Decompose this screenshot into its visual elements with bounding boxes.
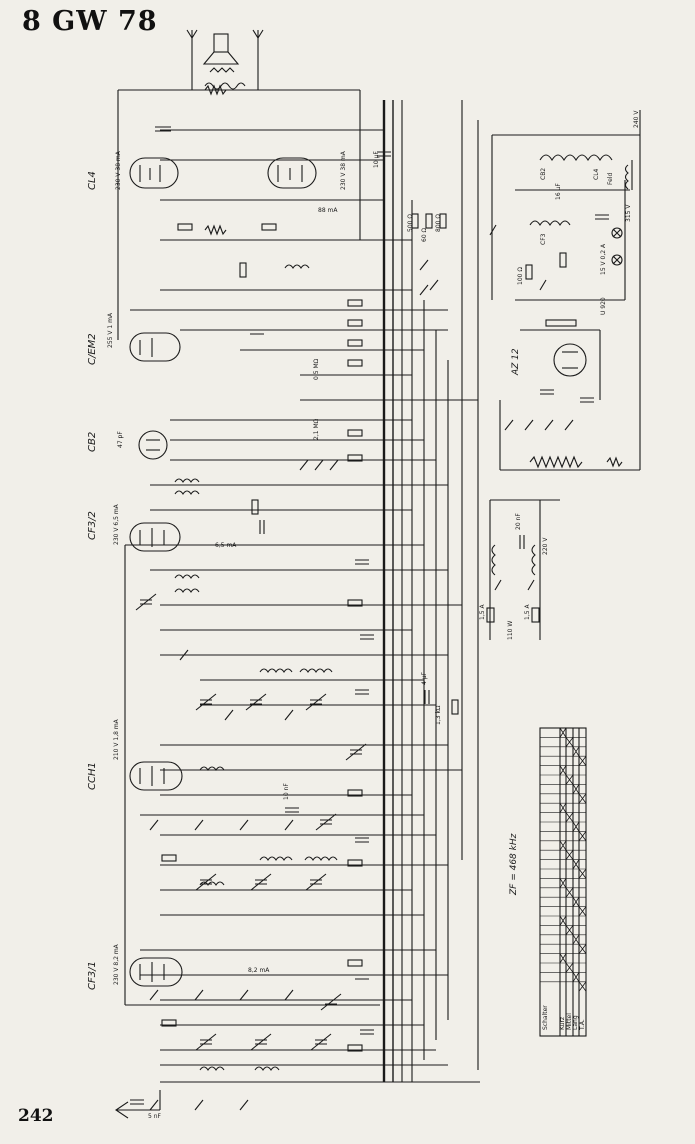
table-cross-mark <box>578 755 587 766</box>
label-fuse1: 1,5 A <box>479 604 486 620</box>
label-500: 500 Ω <box>407 214 414 232</box>
label-cch1: CCH1 <box>87 762 98 790</box>
table-cross-mark <box>572 896 580 907</box>
table-cross-mark <box>565 887 574 898</box>
page-number: 242 <box>18 1106 54 1126</box>
main-buses <box>117 89 480 1083</box>
tube-cch1 <box>129 761 183 791</box>
label-cf3-2: CF3/2 <box>87 511 98 540</box>
label-cl4-spec: 230 V 38 mA <box>115 150 122 190</box>
label-20nf: 20 nF <box>515 513 522 530</box>
label-cb2: CB2 <box>87 432 98 452</box>
label-82ma: 8,2 mA <box>248 967 270 974</box>
table-cross-mark <box>572 784 580 795</box>
label-cl4: CL4 <box>87 171 98 190</box>
table-cross-mark <box>559 840 567 851</box>
label-cch1-spec: 210 V 1,8 mA <box>113 718 120 760</box>
label-240v: 240 V <box>633 110 640 128</box>
label-47pf: 47 pF <box>117 431 124 448</box>
table-row-label-schalter: Schalter <box>542 1005 549 1030</box>
table-cross-mark <box>578 981 587 992</box>
if-coils <box>174 154 613 1071</box>
tube-cf3-1 <box>129 957 183 987</box>
table-cross-mark <box>559 802 567 813</box>
table-cross-mark <box>559 915 567 926</box>
table-cross-mark <box>559 878 567 889</box>
table-cross-mark <box>565 925 574 936</box>
page-title: 8 GW 78 <box>22 6 158 37</box>
switch-table <box>539 727 587 1037</box>
label-cb2-ps: CB2 <box>540 168 547 180</box>
label-4uf: 4 μF <box>421 671 428 685</box>
label-az12: AZ 12 <box>511 348 521 376</box>
label-100: 100 Ω <box>517 267 524 285</box>
table-cross-mark <box>572 821 580 832</box>
table-cross-mark <box>559 953 567 964</box>
table-row-label-ta: T.A. <box>579 1019 586 1031</box>
table-row-label-lang: Lang <box>572 1015 579 1030</box>
label-10nf: 10 nF <box>283 783 290 800</box>
table-cross-mark <box>565 962 574 973</box>
resistors <box>161 84 623 1052</box>
label-13k: 1,3 kΩ <box>435 705 442 725</box>
table-cross-mark <box>559 765 567 776</box>
power-supply <box>486 110 641 640</box>
tube-cem2 <box>129 332 181 362</box>
tube-cl4-left <box>129 157 179 189</box>
table-row-label-mittel: Mittel <box>566 1013 573 1030</box>
table-cross-mark <box>578 943 587 954</box>
table-cross-mark <box>578 906 587 917</box>
tube-cl4-right <box>267 157 317 189</box>
label-feld: Feld <box>607 173 614 185</box>
antenna-input <box>115 1090 161 1119</box>
table-cross-mark <box>565 812 574 823</box>
horizontal-feeds <box>130 129 478 1066</box>
label-cf3-1: CF3/1 <box>87 961 98 990</box>
table-row-label-kurz: Kurz <box>559 1017 566 1030</box>
table-cross-mark <box>578 793 587 804</box>
label-315v: 315 V <box>625 204 632 222</box>
label-cf3-ps: CF3 <box>540 233 547 245</box>
table-cross-mark <box>578 831 587 842</box>
label-lamp: 15 V 0,2 A <box>600 243 607 275</box>
capacitors <box>130 126 609 1105</box>
label-800: 800 Ω <box>435 214 442 232</box>
label-60: 60 Ω <box>421 227 428 242</box>
label-16uf: 16 μF <box>555 183 562 200</box>
table-cross-mark <box>565 774 574 785</box>
label-cl4-ps: CL4 <box>593 168 600 180</box>
tube-az12 <box>553 343 587 377</box>
tuning-capacitors <box>135 593 367 1051</box>
label-10uf: 10 μF <box>373 151 380 168</box>
label-65ma: 6,5 mA <box>215 542 237 549</box>
label-cf3-2-spec: 230 V 6,5 mA <box>113 503 120 545</box>
switch-contacts <box>149 224 574 1111</box>
label-heater: 220 V <box>542 537 549 555</box>
label-mains: 110 W <box>507 621 514 640</box>
label-cl4-spec-right: 230 V 38 mA <box>340 150 347 190</box>
table-cross-mark <box>572 934 580 945</box>
table-cross-mark <box>565 737 574 748</box>
table-cross-mark <box>559 727 567 738</box>
tube-cb2 <box>138 430 168 460</box>
table-cross-mark <box>572 859 580 870</box>
speaker-symbol <box>186 29 264 90</box>
label-cem2: C/EM2 <box>87 333 98 365</box>
table-cross-mark <box>572 746 580 757</box>
label-cf3-1-spec: 230 V 8,2 mA <box>113 943 120 985</box>
label-fuse2: 1,5 A <box>524 604 531 620</box>
table-cross-mark <box>572 972 580 983</box>
label-21m: 2,1 MΩ <box>313 418 320 440</box>
label-05m: 0,5 MΩ <box>313 358 320 380</box>
label-u920: U 920 <box>600 297 607 315</box>
table-cross-mark <box>578 868 587 879</box>
tube-cf3-2 <box>129 522 181 552</box>
table-cross-mark <box>565 849 574 860</box>
label-5nf: 5 nF <box>148 1113 162 1120</box>
label-cem2-spec: 255 V 1 mA <box>107 312 114 348</box>
label-88ma: 88 mA <box>318 207 338 214</box>
label-if: ZF = 468 kHz <box>509 833 519 896</box>
